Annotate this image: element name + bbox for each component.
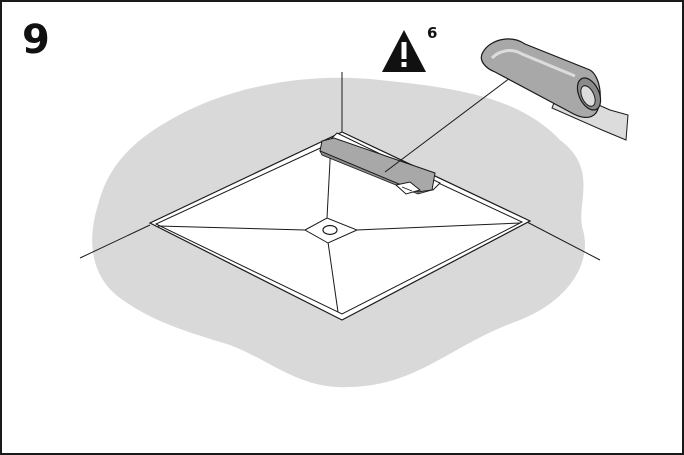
slope-line-bottom [327,241,339,313]
hose-sleeve-highlight [490,49,576,78]
hose-end [580,85,596,107]
warning-triangle-icon [382,30,426,72]
drain-hole [322,224,338,236]
step-number: 9 [22,17,50,63]
shower-tray-inner [154,137,524,315]
hose-detail [480,38,629,141]
right-wall-line [526,221,601,261]
left-wall-line [79,224,151,259]
insert-bracket [394,181,422,195]
slope-line-right [356,222,521,231]
insert-bracket-detail [401,186,413,192]
warning-reference-number: 6 [427,24,438,42]
slope-line-left [157,225,306,231]
detail-leader-line [384,71,519,173]
top-rule [0,0,684,2]
hose-sleeve [480,38,601,118]
